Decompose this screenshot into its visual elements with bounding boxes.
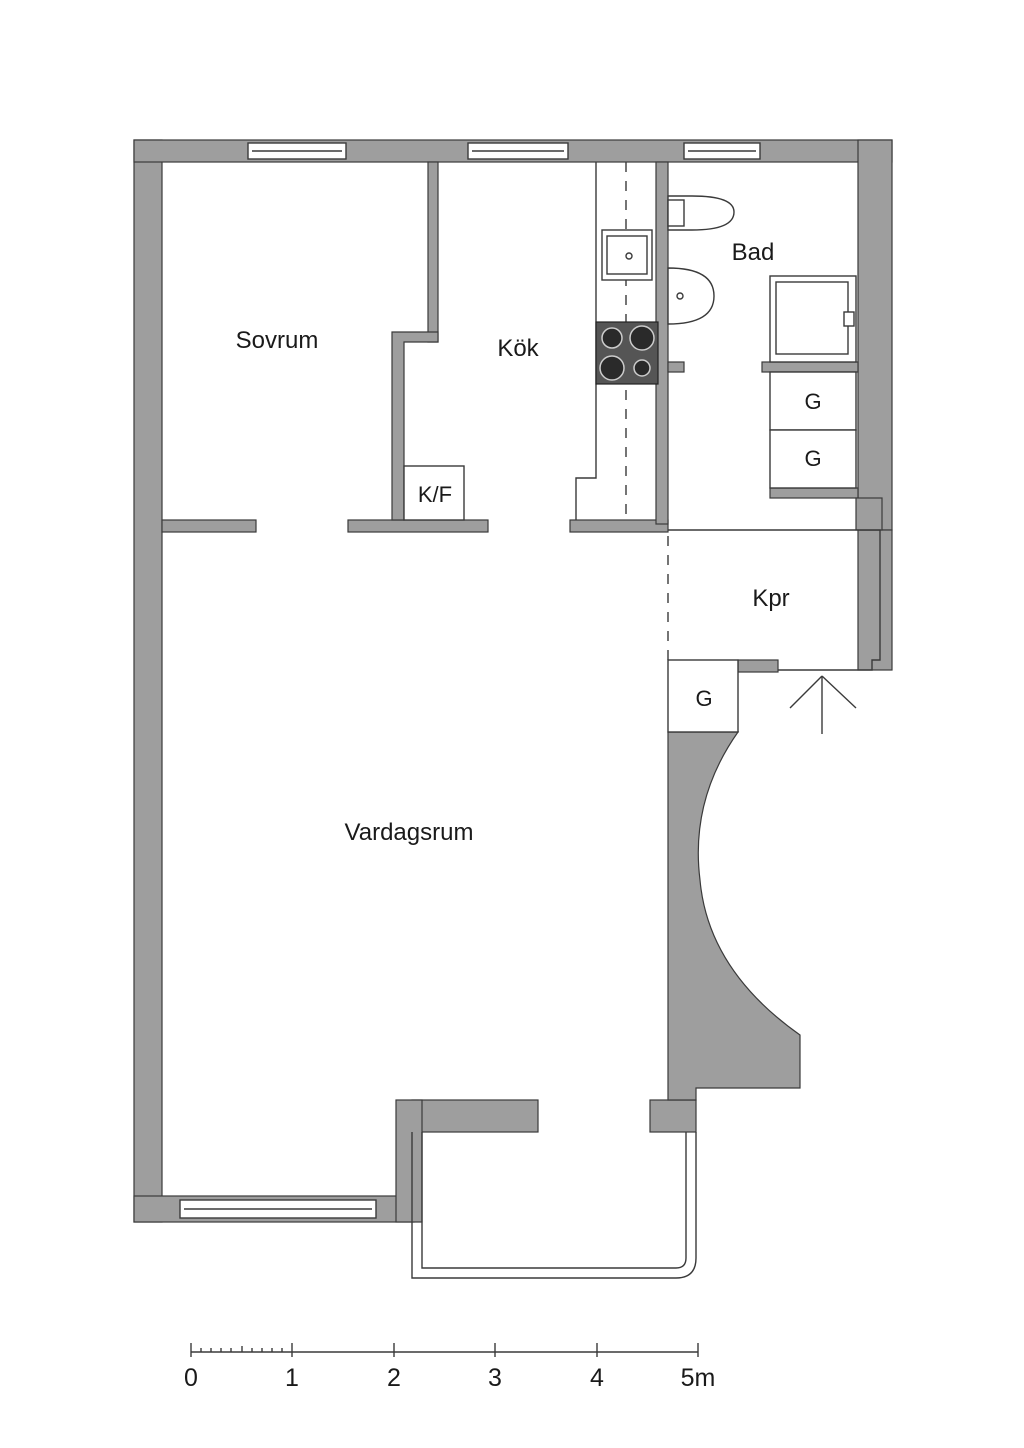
closet-2 xyxy=(769,429,857,489)
washbasin xyxy=(667,267,715,325)
closet-3 xyxy=(667,659,739,733)
room-label-sovrum: Sovrum xyxy=(236,327,319,354)
windows xyxy=(179,142,761,1219)
entrance-arrow-icon xyxy=(789,675,857,734)
balcony xyxy=(411,1132,697,1279)
fixture-label-kf: K/F xyxy=(418,482,452,507)
scale-minor-ticks xyxy=(200,1346,283,1352)
room-label-vardagsrum: Vardagsrum xyxy=(345,819,474,846)
kitchen-counter xyxy=(575,162,659,520)
room-label-kpr: Kpr xyxy=(752,585,789,612)
fridge xyxy=(403,465,465,521)
scale-tick-label: 5m xyxy=(681,1364,716,1392)
scale-bar: 0 1 2 3 4 5m xyxy=(184,1343,715,1392)
scale-tick-label: 2 xyxy=(387,1364,401,1392)
scale-tick-label: 4 xyxy=(590,1364,604,1392)
room-label-kok: Kök xyxy=(497,335,539,362)
scale-tick-label: 1 xyxy=(285,1364,299,1392)
scale-tick-label: 3 xyxy=(488,1364,502,1392)
room-label-bad: Bad xyxy=(732,239,775,266)
curved-wall xyxy=(667,731,801,1101)
fixture-label-g1: G xyxy=(804,389,821,414)
scale-tick-label: 0 xyxy=(184,1364,198,1392)
bathroom-fixtures xyxy=(667,195,857,363)
fixture-label-g2: G xyxy=(804,446,821,471)
fixture-label-g3: G xyxy=(695,686,712,711)
hall-outline xyxy=(668,529,881,671)
